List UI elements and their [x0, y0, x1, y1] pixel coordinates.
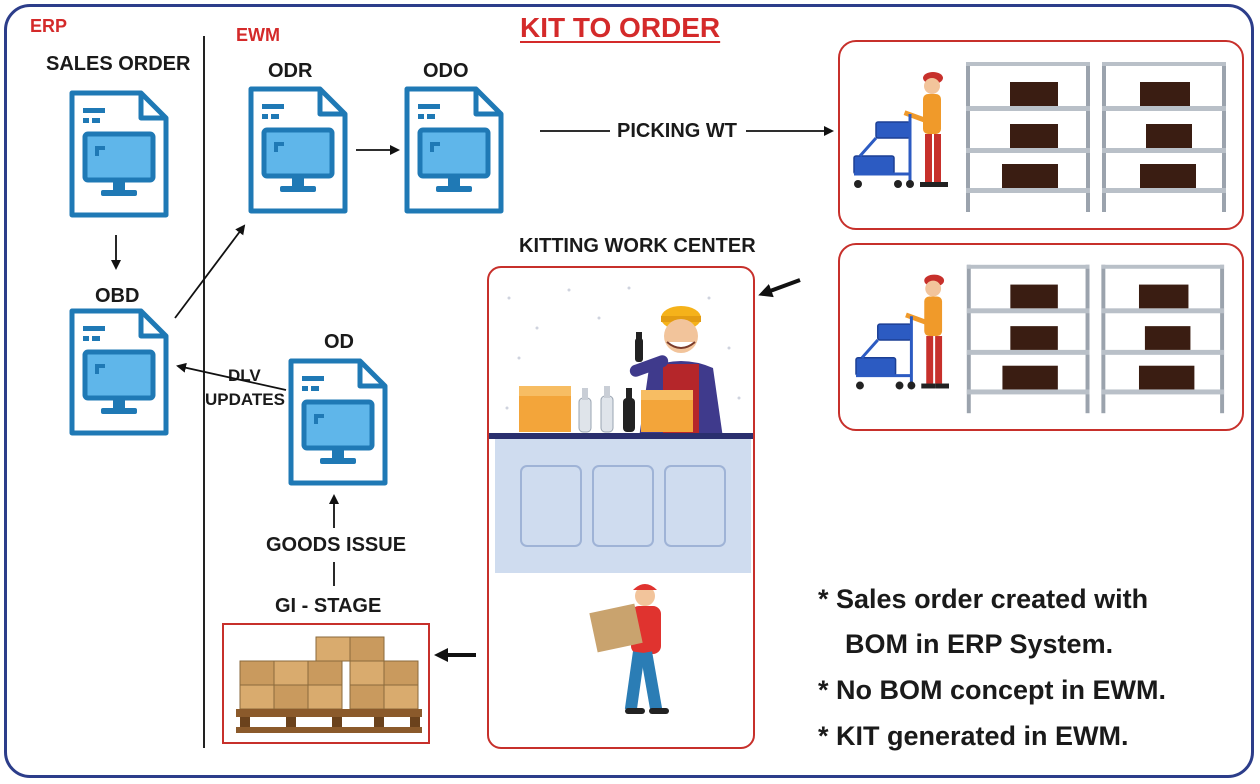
sales-order-label: SALES ORDER	[46, 53, 191, 75]
gi-stage-label: GI - STAGE	[275, 595, 382, 617]
note-line-3: * No BOM concept in EWM.	[818, 675, 1166, 705]
picking-wt-label: PICKING WT	[617, 120, 737, 142]
kitting-work-center-label: KITTING WORK CENTER	[519, 235, 756, 257]
section-ewm-label: EWM	[236, 25, 280, 45]
arrow-warehouse-to-kitting	[758, 278, 801, 298]
note-line-1: * Sales order created with	[818, 584, 1149, 614]
box-carrier-icon	[589, 584, 669, 714]
updates-label: UPDATES	[205, 390, 285, 409]
note-line-4: * KIT generated in EWM.	[818, 721, 1129, 751]
arrow-obd-to-odr	[174, 224, 246, 319]
gi-stage-panel	[222, 623, 430, 744]
warehouse-panel-bottom	[838, 243, 1244, 431]
page-title: KIT TO ORDER	[520, 12, 721, 43]
warehouse-panel-top	[838, 40, 1244, 230]
kitting-worker-icon	[489, 286, 753, 714]
odr-label: ODR	[268, 60, 313, 82]
section-erp-label: ERP	[30, 16, 68, 36]
kitting-work-center-panel	[487, 266, 755, 749]
diagram-frame	[4, 4, 1254, 778]
pallet-boxes-icon	[236, 636, 422, 733]
odo-label: ODO	[423, 60, 469, 82]
erp-ewm-divider	[203, 36, 205, 748]
od-label: OD	[324, 331, 354, 353]
goods-issue-label: GOODS ISSUE	[266, 534, 407, 556]
obd-label: OBD	[95, 285, 140, 307]
arrow-od-to-obd	[176, 362, 287, 391]
note-line-2: BOM in ERP System.	[845, 629, 1114, 659]
dlv-label: DLV	[228, 366, 261, 385]
